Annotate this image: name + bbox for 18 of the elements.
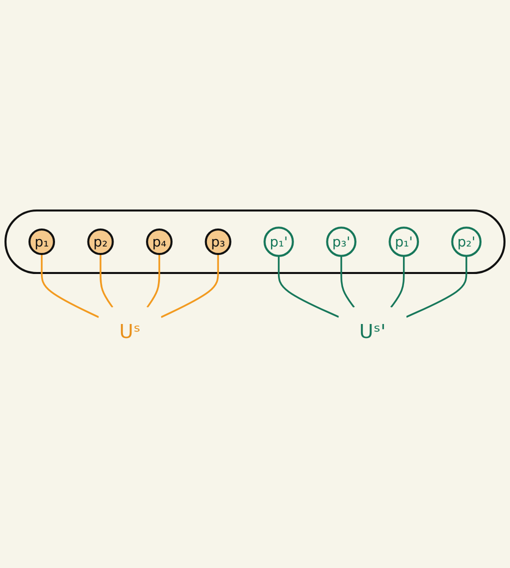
node-circle: p₂ — [87, 228, 114, 256]
connector — [160, 254, 219, 318]
node-text: Uˢ — [119, 320, 141, 344]
node-circle: p₁' — [264, 227, 294, 258]
connector — [406, 256, 468, 318]
node-text: Uˢ' — [359, 320, 386, 344]
node-circle: p₃ — [204, 228, 232, 256]
node-circle: p₁ — [28, 228, 56, 256]
connector — [146, 254, 160, 308]
node-circle: p₂' — [451, 227, 482, 258]
connector — [100, 254, 114, 308]
node-circle: p₄ — [146, 228, 173, 256]
connector — [40, 254, 100, 318]
connector — [340, 256, 355, 308]
connector — [278, 256, 340, 318]
connector — [390, 256, 405, 308]
node-circle: p₁' — [388, 227, 419, 258]
node-circle: p₃' — [326, 227, 356, 258]
